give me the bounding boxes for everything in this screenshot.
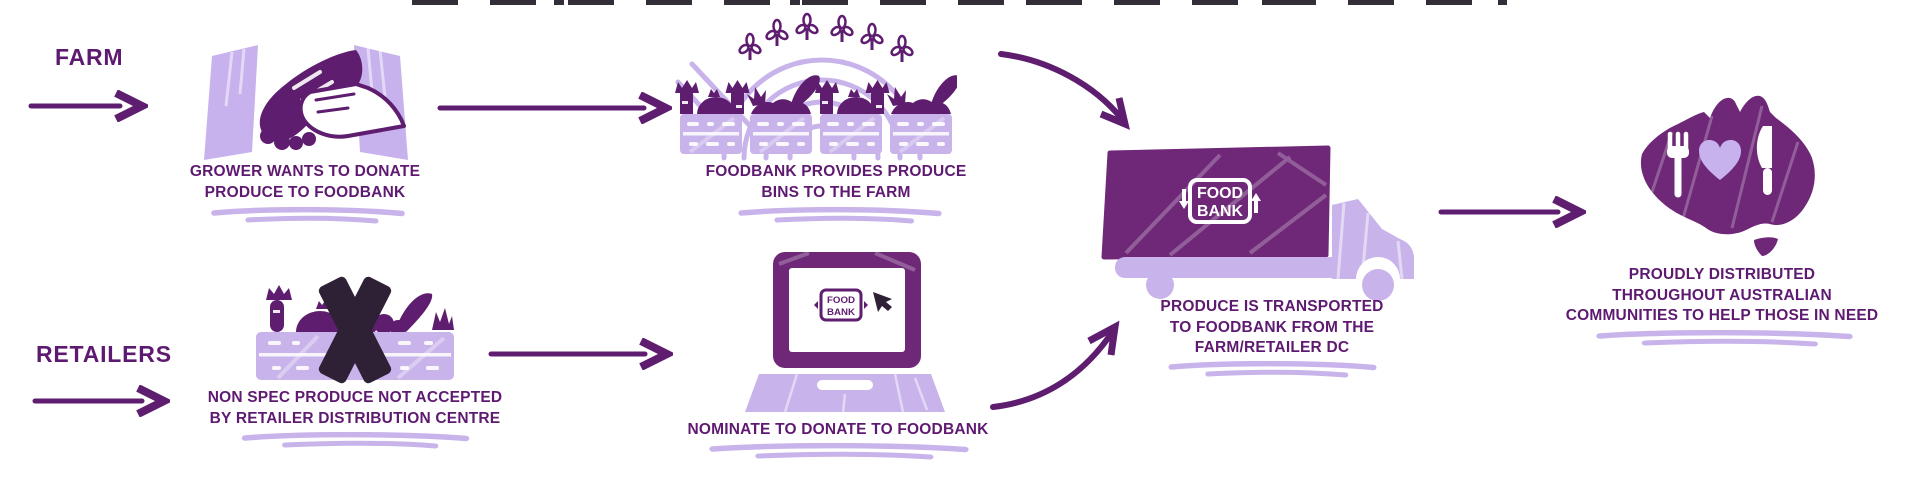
fork-icon [1667, 131, 1689, 198]
step-caption-nominate: NOMINATE TO DONATE TO FOODBANK [663, 420, 1013, 441]
caption-line: FOODBANK PROVIDES PRODUCE [705, 163, 967, 180]
foodbank-logo-text-top: FOOD [827, 295, 855, 306]
heart-icon [1699, 140, 1741, 180]
caption-line: TO FOODBANK FROM THE [1169, 318, 1375, 336]
caption-line: BINS TO THE FARM [761, 183, 911, 201]
underline-swoosh [211, 207, 405, 224]
arrow-nominate-to-truck [990, 320, 1120, 410]
caption-line: PRODUCE IS TRANSPORTED [1160, 298, 1384, 315]
australia-map-icon [1640, 95, 1815, 256]
laptop-icon: FOOD BANK [745, 251, 945, 413]
foodbank-truck-icon: FOOD BANK [1101, 145, 1414, 301]
farm-start-arrow [28, 90, 148, 122]
caption-line: FARM/RETAILER DC [1194, 339, 1350, 356]
underline-swoosh [1168, 361, 1377, 378]
arrow-grower-to-bins [437, 92, 672, 124]
caption-line: THROUGHOUT AUSTRALIAN [1612, 286, 1832, 304]
arrow-bins-to-truck [998, 51, 1130, 130]
rejected-x-mark [318, 276, 392, 384]
knife-icon [1756, 126, 1772, 195]
caption-line: PRODUCE TO FOODBANK [204, 183, 406, 201]
foodbank-logo-text-bottom: BANK [827, 307, 855, 318]
produce-bins-field-icon [675, 12, 957, 161]
step-caption-non-spec: NON SPEC PRODUCE NOT ACCEPTED BY RETAILE… [180, 388, 530, 429]
rejected-produce-icon [256, 276, 454, 384]
caption-line: COMMUNITIES TO HELP THOSE IN NEED [1565, 307, 1879, 324]
lane-label-farm: FARM [55, 44, 124, 70]
underline-swoosh [241, 432, 470, 449]
foodbank-logo-text-top: FOOD [1197, 185, 1243, 202]
retailers-start-arrow [32, 385, 170, 417]
arrow-truck-to-map [1438, 196, 1586, 228]
step-caption-grower: GROWER WANTS TO DONATE PRODUCE TO FOODBA… [155, 162, 455, 203]
caption-line: NOMINATE TO DONATE TO FOODBANK [687, 421, 989, 438]
caption-line: NON SPEC PRODUCE NOT ACCEPTED [207, 389, 503, 406]
foodbank-logo-text-bottom: BANK [1197, 203, 1243, 220]
handshake-icon [204, 45, 408, 160]
underline-swoosh [709, 443, 969, 460]
caption-line: PROUDLY DISTRIBUTED [1628, 266, 1816, 283]
arrow-nonspec-to-laptop [488, 338, 673, 370]
cursor-icon [873, 292, 892, 312]
underline-swoosh [1596, 330, 1853, 347]
underline-swoosh [738, 207, 942, 224]
step-caption-transport: PRODUCE IS TRANSPORTED TO FOODBANK FROM … [1122, 297, 1422, 359]
step-caption-distribute: PROUDLY DISTRIBUTED THROUGHOUT AUSTRALIA… [1540, 265, 1904, 327]
caption-line: GROWER WANTS TO DONATE [189, 163, 421, 180]
caption-line: BY RETAILER DISTRIBUTION CENTRE [209, 409, 501, 427]
lane-label-retailers: RETAILERS [36, 341, 172, 367]
cropped-title-fragments [412, 0, 1507, 5]
step-caption-bins: FOODBANK PROVIDES PRODUCE BINS TO THE FA… [686, 162, 986, 203]
